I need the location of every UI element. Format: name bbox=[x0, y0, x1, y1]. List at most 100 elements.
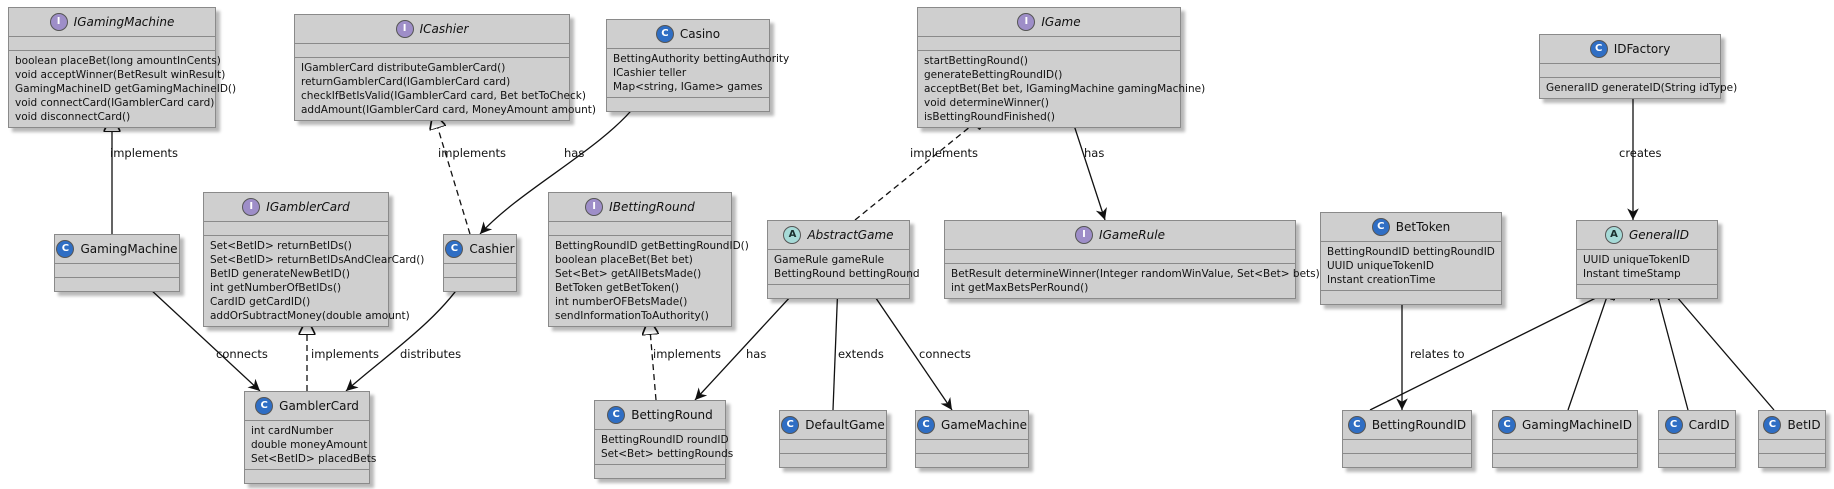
edge-label: implements bbox=[311, 347, 379, 361]
class-icon: C bbox=[1498, 416, 1517, 434]
class-name: BettingRoundID bbox=[1371, 418, 1467, 432]
fields-compartment bbox=[1493, 440, 1637, 454]
class-icon: C bbox=[1371, 218, 1390, 236]
edge-label: has bbox=[564, 146, 584, 160]
fields-compartment bbox=[1540, 64, 1720, 78]
method: IGamblerCard distributeGamblerCard() bbox=[301, 62, 506, 74]
edge-label: connects bbox=[919, 347, 971, 361]
method: acceptBet(Bet bet, IGamingMachine gaming… bbox=[924, 83, 1206, 95]
edge-label: has bbox=[1084, 146, 1104, 160]
edge-label: implements bbox=[110, 146, 178, 160]
method: boolean placeBet(Bet bet) bbox=[555, 254, 693, 266]
field: Instant timeStamp bbox=[1583, 268, 1681, 280]
field: BettingRoundID roundID bbox=[601, 434, 729, 446]
class-header: I ICashier bbox=[295, 15, 569, 44]
method: Set<BetID> returnBetIDsAndClearCard() bbox=[210, 254, 425, 266]
method: isBettingRoundFinished() bbox=[924, 111, 1055, 123]
fields-compartment bbox=[55, 264, 179, 278]
interface-icon: I bbox=[1017, 13, 1036, 31]
fields-compartment bbox=[549, 222, 731, 236]
fields-compartment bbox=[204, 222, 388, 236]
class-name: IBettingRound bbox=[609, 200, 695, 214]
class-name: GamingMachine bbox=[80, 242, 178, 256]
edge-bettinground-realization-ibettinground bbox=[649, 318, 656, 401]
interface-icon: I bbox=[49, 13, 68, 31]
method: boolean placeBet(long amountInCents) bbox=[15, 55, 221, 67]
method: checkIfBetIsValid(IGamblerCard card, Bet… bbox=[301, 90, 586, 102]
class-name: BetID bbox=[1787, 418, 1821, 432]
edge-igame-association-igamerule bbox=[1069, 112, 1107, 221]
class-icon: C bbox=[781, 416, 800, 434]
field: BettingAuthority bettingAuthority bbox=[613, 53, 790, 65]
fields-compartment bbox=[1659, 440, 1735, 454]
methods-compartment bbox=[916, 454, 1028, 467]
methods-compartment: BetResult determineWinner(Integer random… bbox=[945, 264, 1320, 298]
interface-icon: I bbox=[1075, 226, 1094, 244]
class-name: CardID bbox=[1688, 418, 1730, 432]
method: int getNumberOfBetIDs() bbox=[210, 282, 342, 294]
method: void acceptWinner(BetResult winResult) bbox=[15, 69, 226, 81]
field: Map<string, IGame> games bbox=[613, 81, 763, 93]
methods-compartment: BettingRoundID getBettingRoundID()boolea… bbox=[549, 236, 749, 326]
fields-compartment bbox=[1759, 440, 1825, 454]
fields-compartment bbox=[916, 440, 1028, 454]
interface-icon: I bbox=[395, 20, 414, 38]
edge-abstractgame-association-gamemachine bbox=[864, 281, 953, 411]
methods-compartment bbox=[444, 278, 516, 291]
edge-gamingmachine-association-gamblercard bbox=[135, 275, 261, 392]
class-name: IGame bbox=[1041, 15, 1081, 29]
method: CardID getCardID() bbox=[210, 296, 311, 308]
class-icon: C bbox=[1664, 416, 1683, 434]
class-name: ICashier bbox=[419, 22, 469, 36]
methods-compartment bbox=[1321, 291, 1501, 304]
method: BetID generateNewBetID() bbox=[210, 268, 350, 280]
class-name: BettingRound bbox=[631, 408, 713, 422]
method: void determineWinner() bbox=[924, 97, 1050, 109]
interface-icon: I bbox=[242, 198, 261, 216]
fields-compartment bbox=[9, 37, 215, 51]
class-icon: C bbox=[445, 240, 464, 258]
method: sendInformationToAuthority() bbox=[555, 310, 709, 322]
fields-compartment bbox=[918, 37, 1180, 51]
edge-label: relates to bbox=[1410, 347, 1465, 361]
field: ICashier teller bbox=[613, 67, 687, 79]
methods-compartment: Set<BetID> returnBetIDs()Set<BetID> retu… bbox=[204, 236, 425, 326]
edge-abstractgame-association-bettinground bbox=[694, 281, 805, 401]
class-icon: C bbox=[655, 25, 674, 43]
methods-compartment bbox=[1577, 285, 1717, 298]
class-name: IGamblerCard bbox=[266, 200, 350, 214]
edge-label: connects bbox=[216, 347, 268, 361]
edge-betid-extends-generalid bbox=[1664, 282, 1775, 411]
field: GameRule gameRule bbox=[774, 254, 885, 266]
method: int numberOFBetsMade() bbox=[555, 296, 688, 308]
class-icon: C bbox=[255, 397, 274, 415]
field: double moneyAmount bbox=[251, 439, 368, 451]
edge-label: implements bbox=[910, 146, 978, 160]
fields-compartment bbox=[295, 44, 569, 58]
class-name: GameMachine bbox=[941, 418, 1027, 432]
